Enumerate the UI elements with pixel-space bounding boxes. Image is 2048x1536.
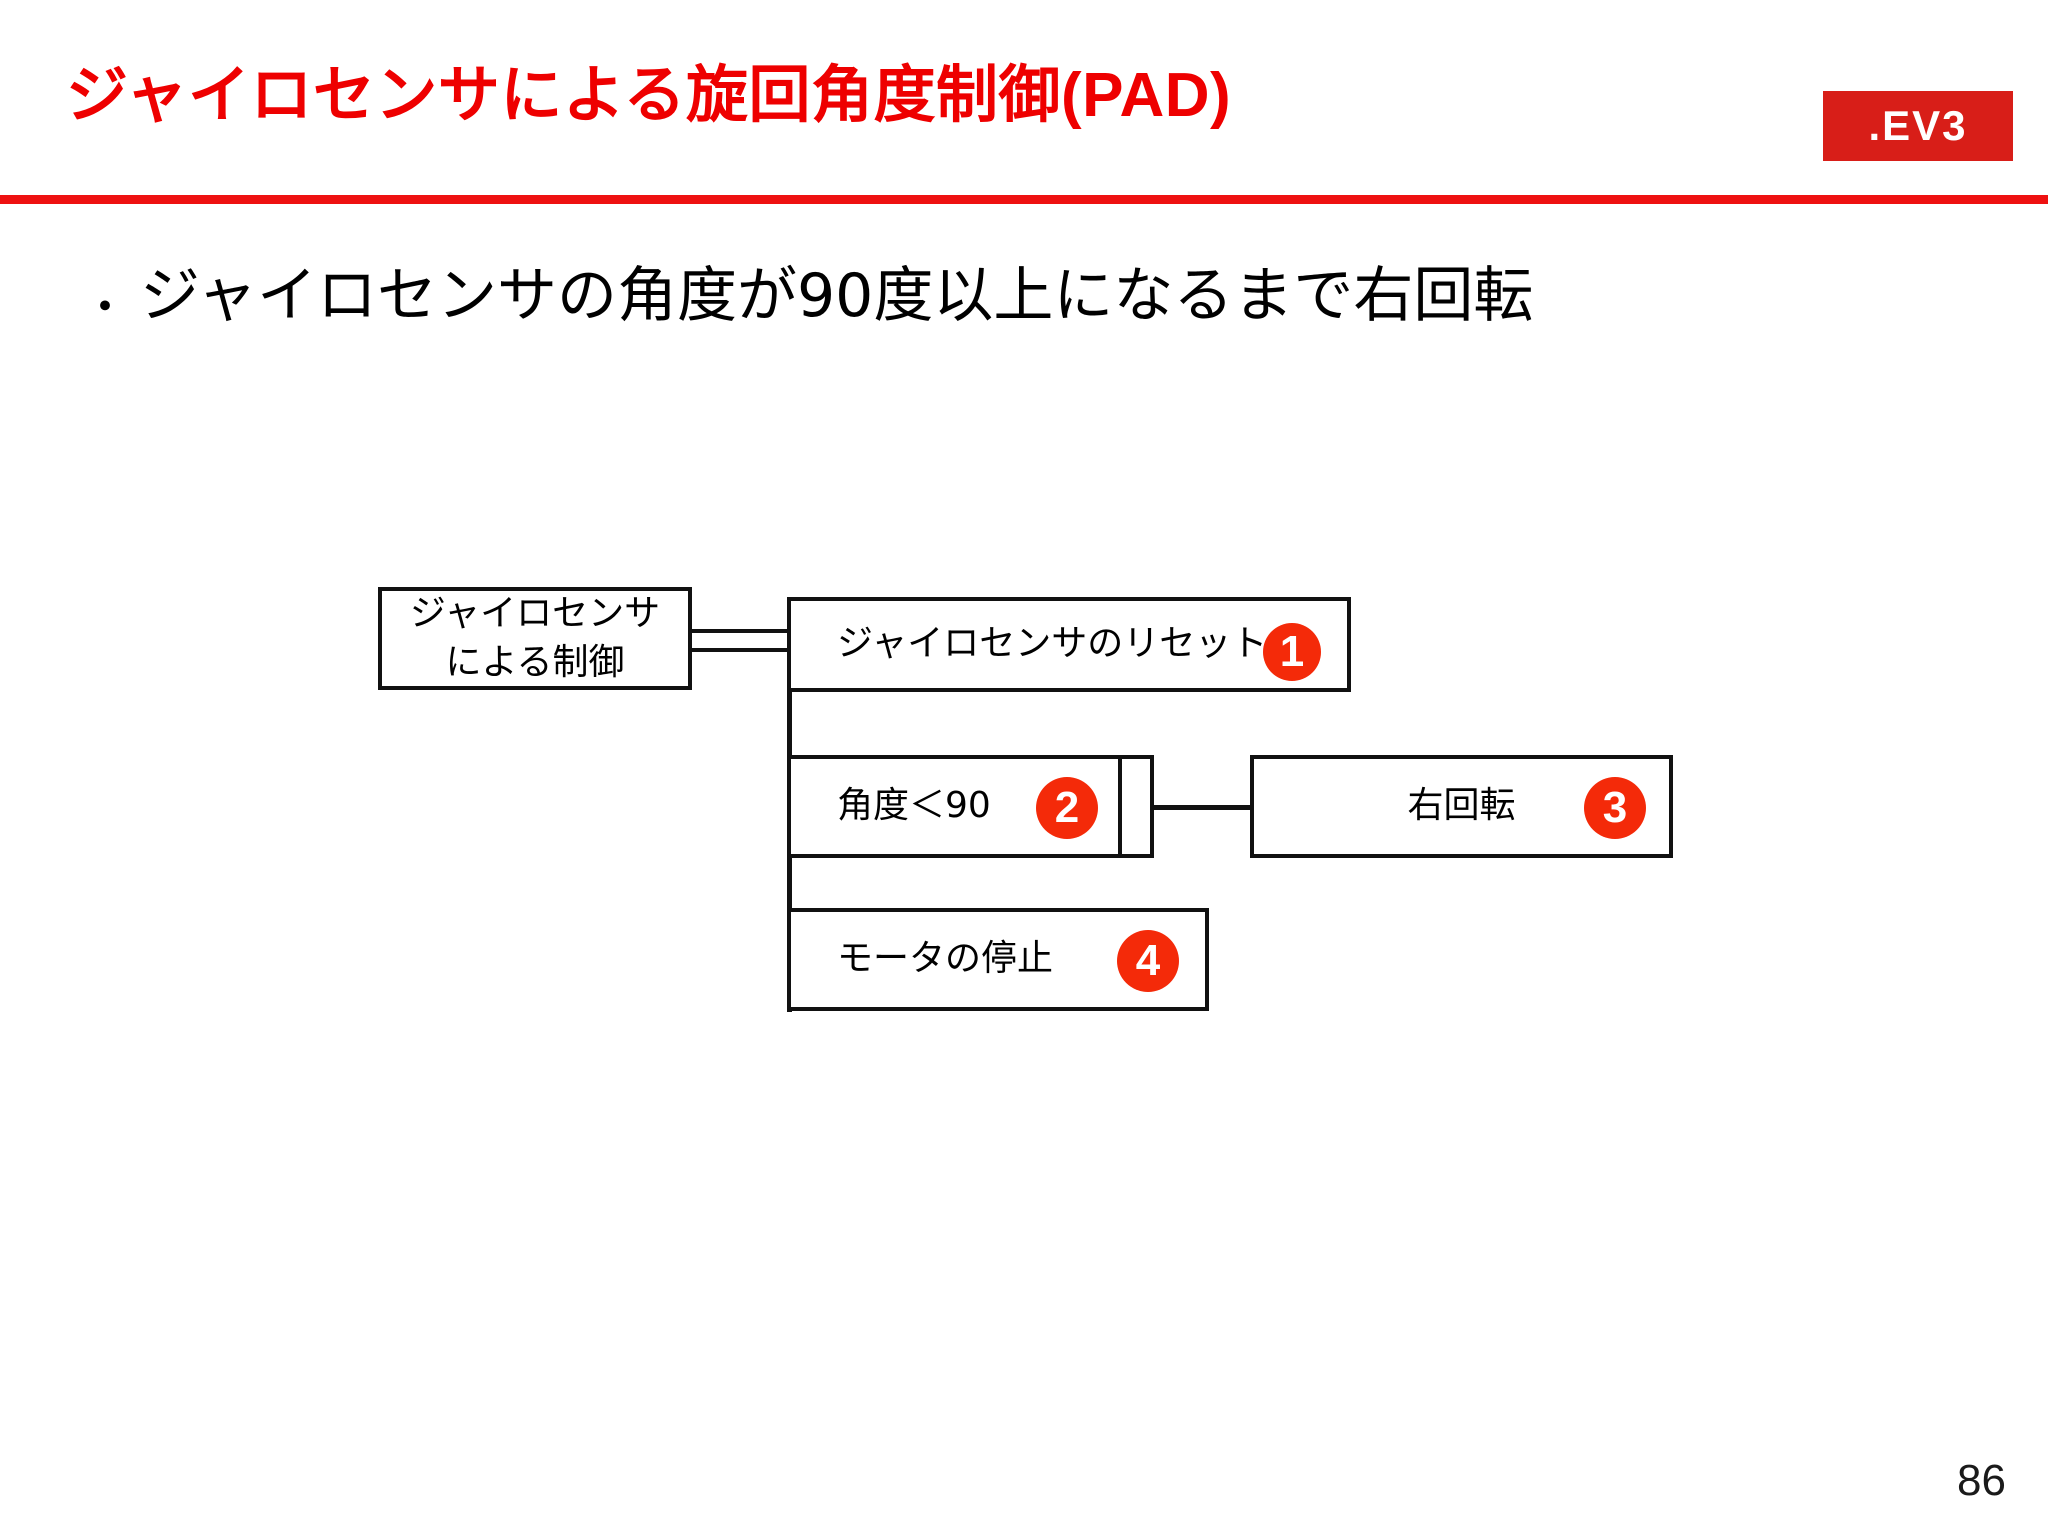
step-badge-3: 3 [1584,777,1646,839]
pad-loop-marker [1118,755,1154,858]
connector-node2-to-node3 [1152,805,1252,810]
pad-node-reset-gyro: ジャイロセンサのリセット [787,597,1351,692]
bullet-list-item: ・ ジャイロセンサの角度が90度以上になるまで右回転 [70,262,1533,331]
pad-node-turn-right-label: 右回転 [1407,785,1516,827]
step-badge-4: 4 [1117,930,1179,992]
bullet-marker-icon: ・ [82,281,128,333]
connector-root-to-node1-upper [690,629,789,633]
ev3-logo-text: .EV3 [1868,102,1968,149]
step-badge-1: 1 [1263,623,1321,681]
pad-node-loop-condition: 角度＜90 [787,755,1122,858]
pad-node-root-label: ジャイロセンサ による制御 [409,592,661,683]
bullet-text: ジャイロセンサの角度が90度以上になるまで右回転 [140,261,1534,331]
header-divider [0,195,2048,204]
page-title: ジャイロセンサによる旋回角度制御(PAD) [66,61,1232,130]
pad-node-root: ジャイロセンサ による制御 [378,587,692,690]
connector-root-to-node1-lower [690,648,789,652]
step-badge-2: 2 [1036,777,1098,839]
page-number: 86 [1957,1456,2006,1505]
pad-node-stop-motor-label: モータの停止 [837,938,1054,980]
ev3-logo: .EV3 [1823,91,2013,161]
pad-node-reset-gyro-label: ジャイロセンサのリセット [837,623,1268,665]
pad-node-loop-condition-label: 角度＜90 [837,785,991,827]
